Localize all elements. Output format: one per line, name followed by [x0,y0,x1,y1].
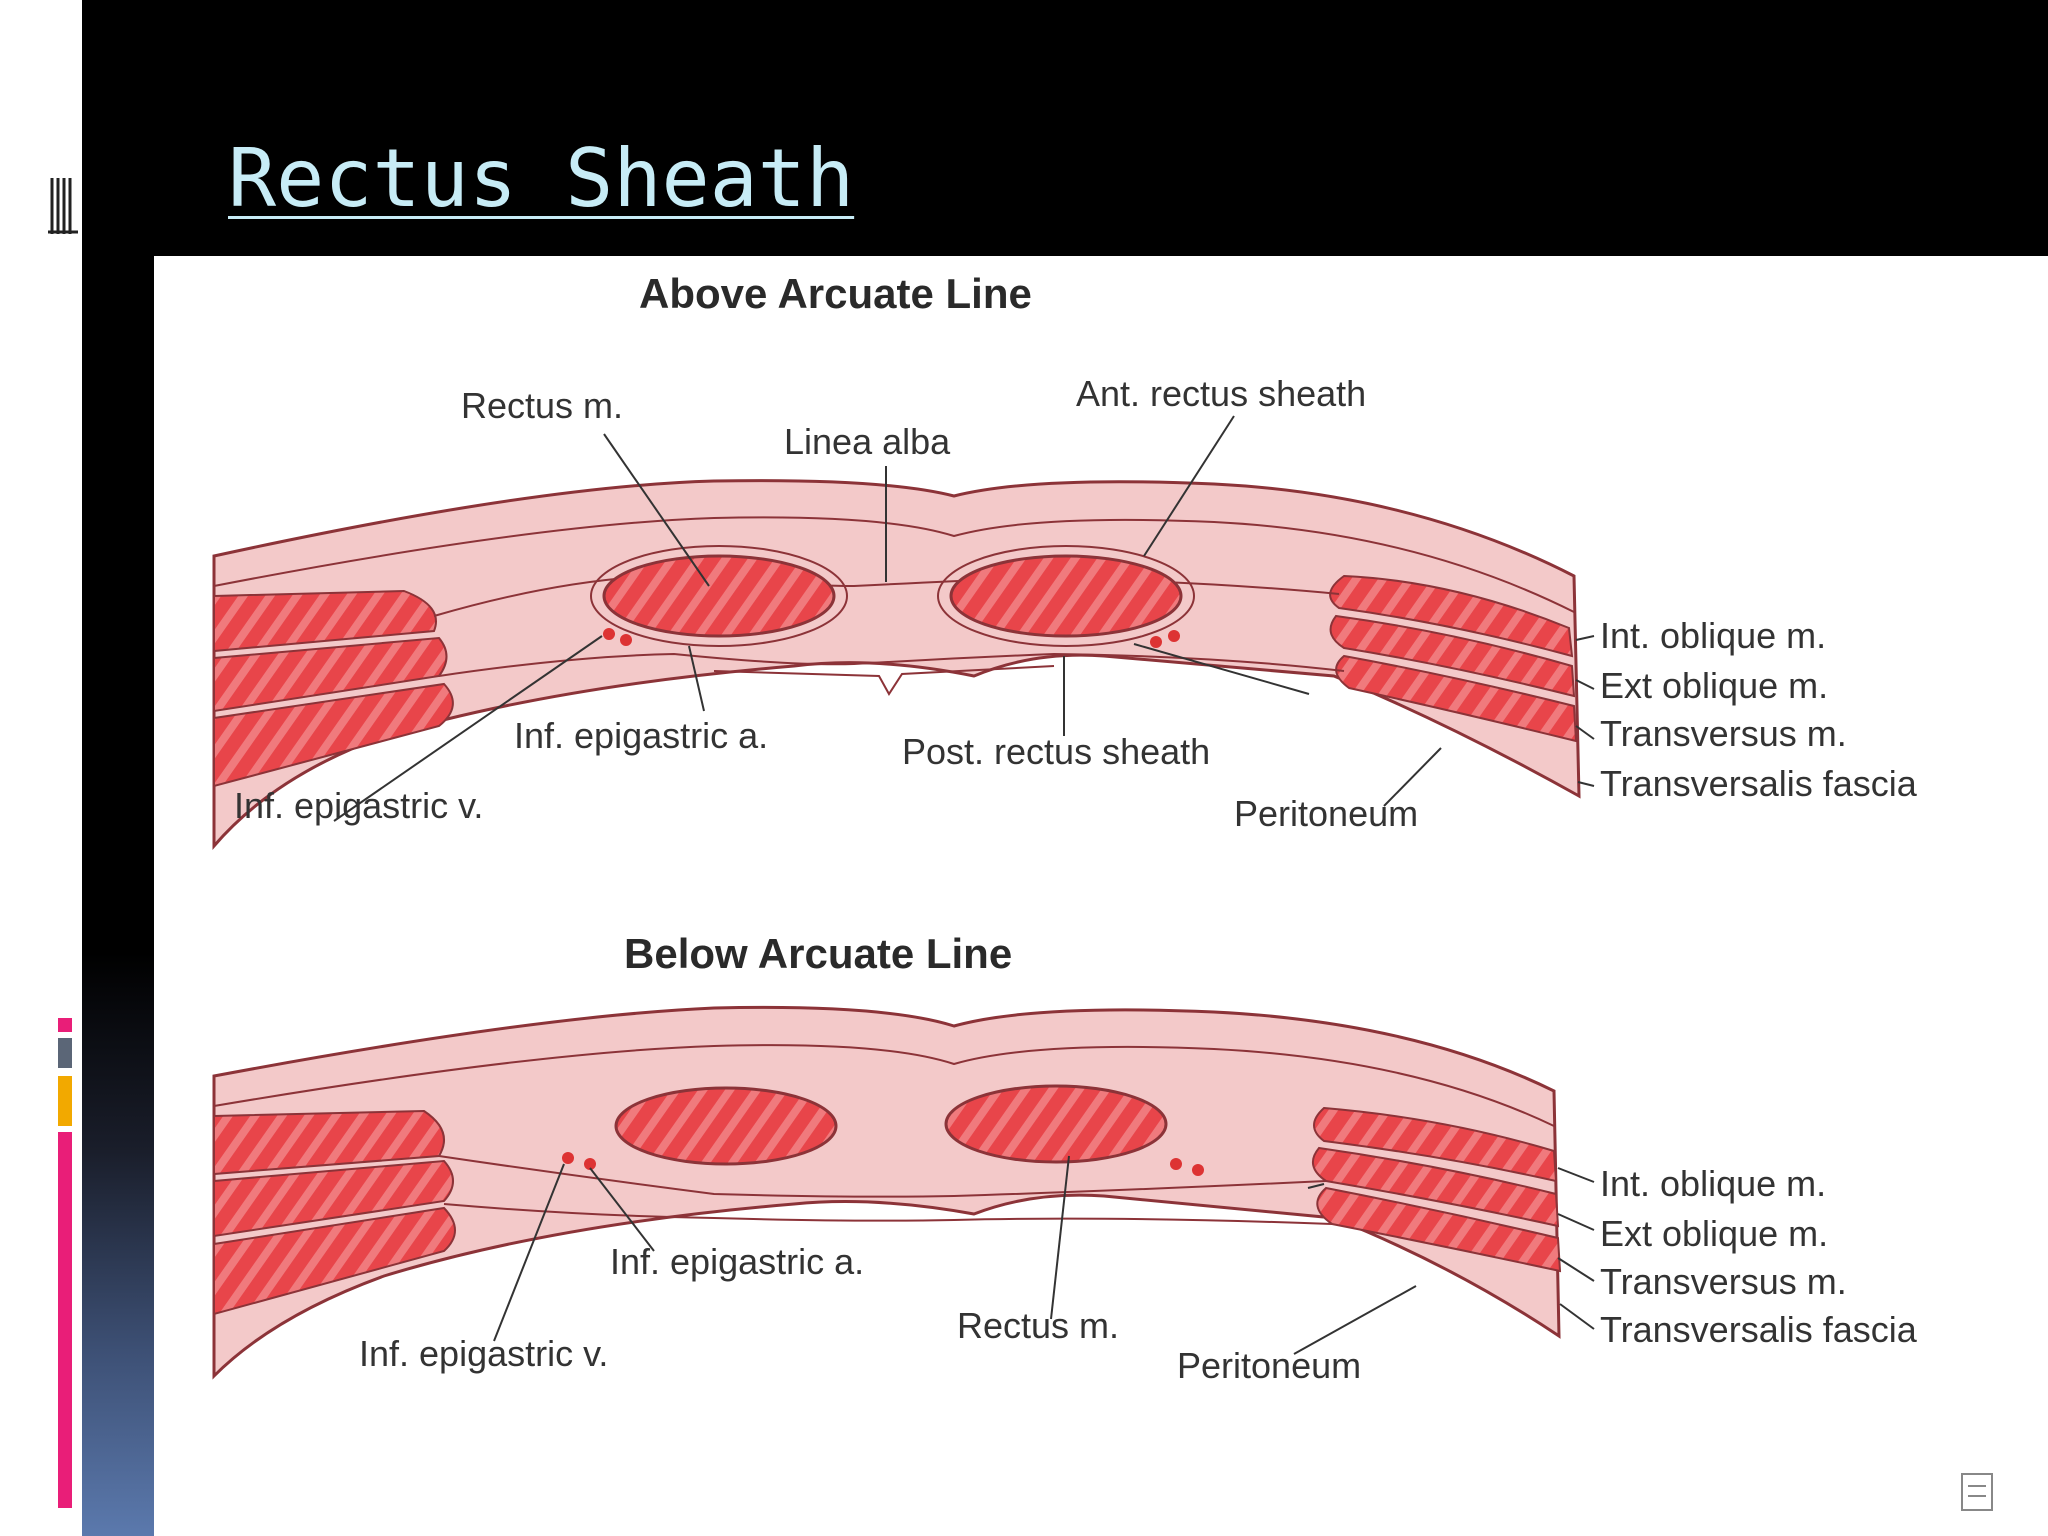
upper-heading: Above Arcuate Line [639,270,1032,317]
lower-panel: Below Arcuate Line Int. oblique m. Ext o… [212,930,1918,1386]
label-upper-ext-oblique: Ext oblique m. [1600,665,1828,706]
label-upper-inf-epigastric-a: Inf. epigastric a. [514,715,768,756]
label-upper-ant-rectus-sheath: Ant. rectus sheath [1076,373,1366,414]
title-bar [82,0,2048,256]
slide-title[interactable]: Rectus Sheath [228,132,855,225]
label-upper-transversus: Transversus m. [1600,713,1847,754]
rectus-sheath-diagram: Above Arcuate Line Rectus m. Linea alba … [212,270,1993,1511]
label-upper-rectus-m: Rectus m. [461,385,623,426]
upper-panel: Above Arcuate Line Rectus m. Linea alba … [212,270,1918,851]
lower-abdominal-wall [212,1005,1561,1380]
upper-abdominal-wall [212,479,1581,851]
decorative-stripes-top [48,178,78,234]
label-upper-transversalis: Transversalis fascia [1600,763,1918,804]
label-upper-linea-alba: Linea alba [784,421,951,462]
lower-rectus-left [614,1086,838,1166]
label-upper-inf-epigastric-v: Inf. epigastric v. [234,785,483,826]
upper-left-muscles [213,589,454,788]
accent-bar-gray [58,1038,72,1068]
label-lower-inf-epigastric-v: Inf. epigastric v. [359,1333,608,1374]
label-lower-transversus: Transversus m. [1600,1261,1847,1302]
accent-bar-gold [58,1076,72,1126]
label-upper-int-oblique: Int. oblique m. [1600,615,1826,656]
label-upper-peritoneum: Peritoneum [1234,793,1418,834]
label-lower-inf-epigastric-a: Inf. epigastric a. [610,1241,864,1282]
label-lower-transversalis: Transversalis fascia [1600,1309,1918,1350]
label-lower-peritoneum: Peritoneum [1177,1345,1361,1386]
lower-right-muscles [1311,1106,1562,1273]
label-upper-post-rectus-sheath: Post. rectus sheath [902,731,1210,772]
upper-rectus-right [949,554,1183,638]
page-corner-icon [1961,1473,1993,1511]
left-gradient-gutter [82,0,154,1536]
lower-heading: Below Arcuate Line [624,930,1012,977]
upper-right-muscles [1329,574,1578,743]
label-lower-int-oblique: Int. oblique m. [1600,1163,1826,1204]
accent-bar-pink-small [58,1018,72,1032]
label-lower-rectus-m: Rectus m. [957,1305,1119,1346]
accent-bar-pink-long [58,1132,72,1508]
label-lower-ext-oblique: Ext oblique m. [1600,1213,1828,1254]
lower-rectus-right [944,1084,1168,1164]
upper-rectus-left [602,554,836,638]
rectus-sheath-figure: Above Arcuate Line Rectus m. Linea alba … [154,256,2048,1536]
